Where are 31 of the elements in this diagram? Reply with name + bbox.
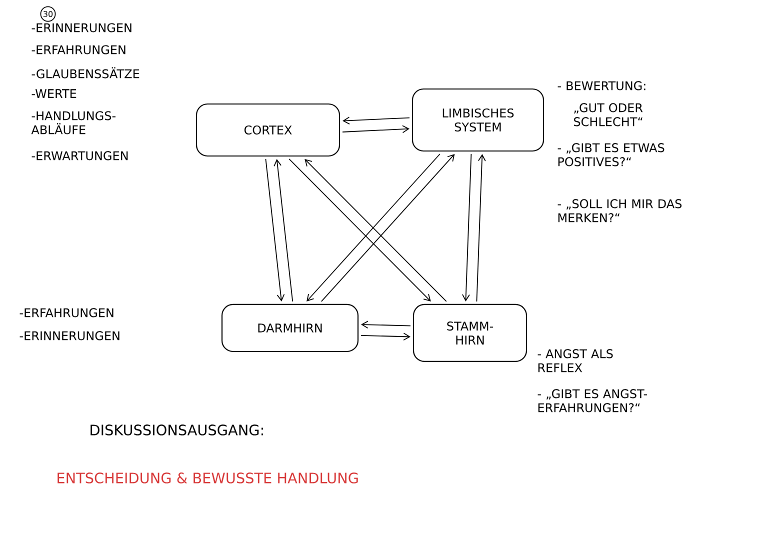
circled-number: 30 <box>40 6 56 22</box>
note-text: -ERINNERUNGEN <box>20 331 120 340</box>
rounded-box: LIMBISCHES SYSTEM <box>412 88 544 152</box>
note-text: -GLAUBENSSÄTZE <box>32 67 140 78</box>
arrow <box>320 154 455 302</box>
arrow <box>265 158 285 302</box>
note-text: - „GIBT ES ANGST- ERFAHRUNGEN?“ <box>538 389 648 412</box>
note-text: -WERTE <box>32 89 76 98</box>
note-text: -ERFAHRUNGEN <box>32 45 126 54</box>
note-text: -HANDLUNGS- ABLÄUFE <box>31 111 116 134</box>
note-text: -ERINNERUNGEN <box>32 23 132 32</box>
note-text: „GUT ODER SCHLECHT“ <box>574 103 643 126</box>
rounded-box: DARMHIRN <box>221 304 359 352</box>
arrow <box>288 158 431 302</box>
arrow <box>342 125 410 134</box>
heading-text: DISKUSSIONSAUSGANG: <box>90 424 263 436</box>
arrow <box>360 332 410 341</box>
arrow <box>274 158 294 302</box>
note-text: -ERWARTUNGEN <box>32 151 128 160</box>
arrow <box>462 154 472 302</box>
note-text: - ANGST ALS REFLEX <box>538 349 613 372</box>
arrow <box>361 320 411 329</box>
rounded-box: STAMM- HIRN <box>412 304 528 362</box>
arrow <box>342 116 410 125</box>
conclusion-text: ENTSCHEIDUNG & BEWUSSTE HANDLUNG <box>58 472 358 484</box>
arrow <box>476 154 486 302</box>
rounded-box: CORTEX <box>196 103 340 157</box>
note-text: - „GIBT ES ETWAS POSITIVES?“ <box>558 143 664 166</box>
note-text: - „SOLL ICH MIR DAS MERKEN?“ <box>558 199 682 222</box>
note-text: - BEWERTUNG: <box>558 81 646 90</box>
note-text: -ERFAHRUNGEN <box>20 308 114 318</box>
